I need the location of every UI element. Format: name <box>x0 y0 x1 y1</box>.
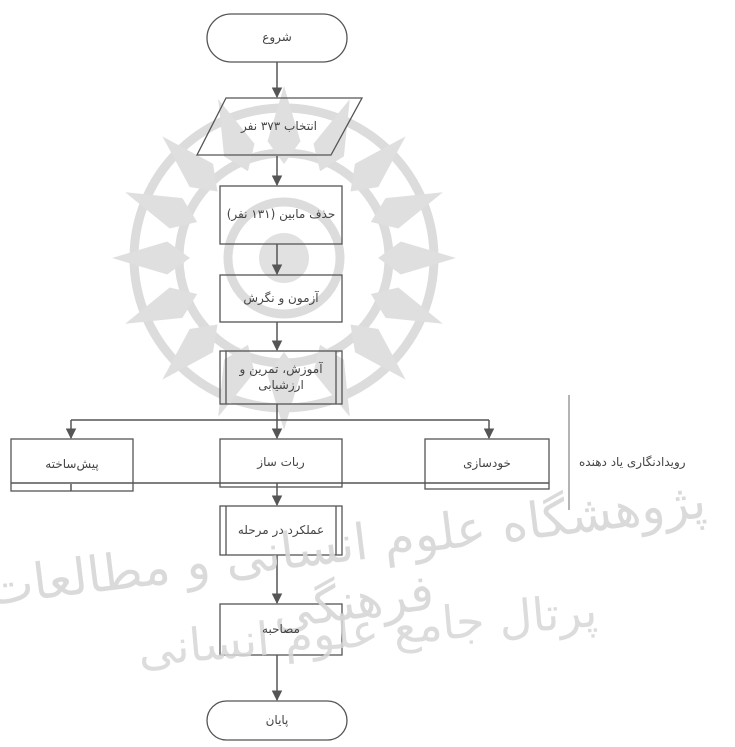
node-prebuilt-label: پیش‌ساخته <box>45 457 99 472</box>
watermark-petal <box>162 324 218 380</box>
node-self-label: خودسازی <box>463 456 511 471</box>
node-test-label: آزمون و نگرش <box>243 290 319 305</box>
node-prebuilt-shape <box>10 438 134 492</box>
side-label-instructor-event-logging: رویدادنگاری یاد دهنده <box>579 455 686 469</box>
node-performance-label: عملکرد در مرحله <box>237 522 325 537</box>
watermark-petal <box>162 136 218 192</box>
node-select-label: انتخاب ۳۷۳ نفر <box>241 119 318 134</box>
node-interview-label: مصاحبه <box>262 621 300 636</box>
node-test-shape <box>219 274 343 323</box>
node-start-label: شروع <box>262 30 292 45</box>
node-training-label: آموزش، تمرین و ارزشیابی <box>239 361 323 392</box>
watermark-petal <box>267 86 301 164</box>
watermark-petal <box>125 287 198 324</box>
node-training-shape <box>219 350 343 405</box>
node-interview-shape <box>219 603 343 656</box>
node-end-shape <box>206 700 348 741</box>
node-performance-shape <box>219 505 343 556</box>
watermark-emblem <box>112 86 456 430</box>
watermark-petal <box>267 352 301 430</box>
watermark-petal <box>218 344 255 417</box>
node-end-label: پایان <box>265 712 289 727</box>
watermark-petal <box>350 324 406 380</box>
connectors <box>11 62 570 702</box>
watermark-petal <box>125 192 198 229</box>
node-robot-label: ربات ساز <box>257 455 305 470</box>
nodes <box>10 13 550 741</box>
node-start-shape <box>206 13 348 63</box>
node-self-shape <box>424 438 550 490</box>
node-remove-shape <box>219 185 343 245</box>
watermark-petal <box>218 99 255 172</box>
node-robot-shape <box>219 438 343 488</box>
watermark-petal <box>313 99 350 172</box>
watermark-petal <box>370 192 443 229</box>
watermark-petal <box>112 241 190 275</box>
watermark-petal <box>370 287 443 324</box>
watermark-petal <box>378 241 456 275</box>
node-remove-label: حذف مابین (۱۳۱ نفر) <box>226 207 336 222</box>
watermark-petal <box>350 136 406 192</box>
watermark-petal <box>313 344 350 417</box>
node-select-shape <box>195 97 364 156</box>
